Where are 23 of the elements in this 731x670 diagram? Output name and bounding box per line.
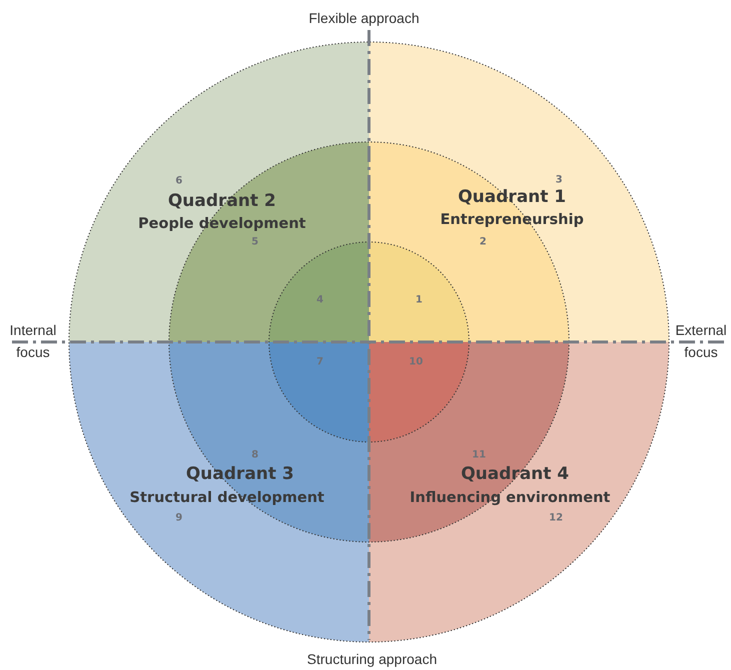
quadrant-subtitle: Influencing environment xyxy=(410,490,610,506)
zone-number: 6 xyxy=(176,176,182,186)
zone-number: 2 xyxy=(480,236,486,248)
zone-number: 5 xyxy=(252,236,258,248)
zone-number: 3 xyxy=(556,174,562,186)
zone-number: 10 xyxy=(409,356,423,368)
zone-number: 11 xyxy=(472,450,486,460)
axis-label: Internal focus xyxy=(8,321,58,362)
zone-number: 7 xyxy=(316,356,324,368)
zone-number: 12 xyxy=(549,512,563,524)
quadrant-title: Quadrant 1 xyxy=(458,187,566,207)
zone-number: 1 xyxy=(416,294,422,306)
axis-label: External focus xyxy=(674,321,728,362)
quadrant-subtitle: People development xyxy=(138,216,306,232)
quadrant-subtitle: Structural development xyxy=(130,490,324,506)
axis-label: Structuring approach xyxy=(307,651,437,667)
zone-number: 8 xyxy=(252,450,258,460)
zone-number: 9 xyxy=(176,512,182,524)
quadrant-title: Quadrant 2 xyxy=(168,191,276,211)
quadrant-title: Quadrant 4 xyxy=(460,464,570,484)
quadrant-subtitle: Entrepreneurship xyxy=(440,212,584,228)
axis-label: Flexible approach xyxy=(308,10,420,26)
quadrant-title: Quadrant 3 xyxy=(186,464,294,484)
